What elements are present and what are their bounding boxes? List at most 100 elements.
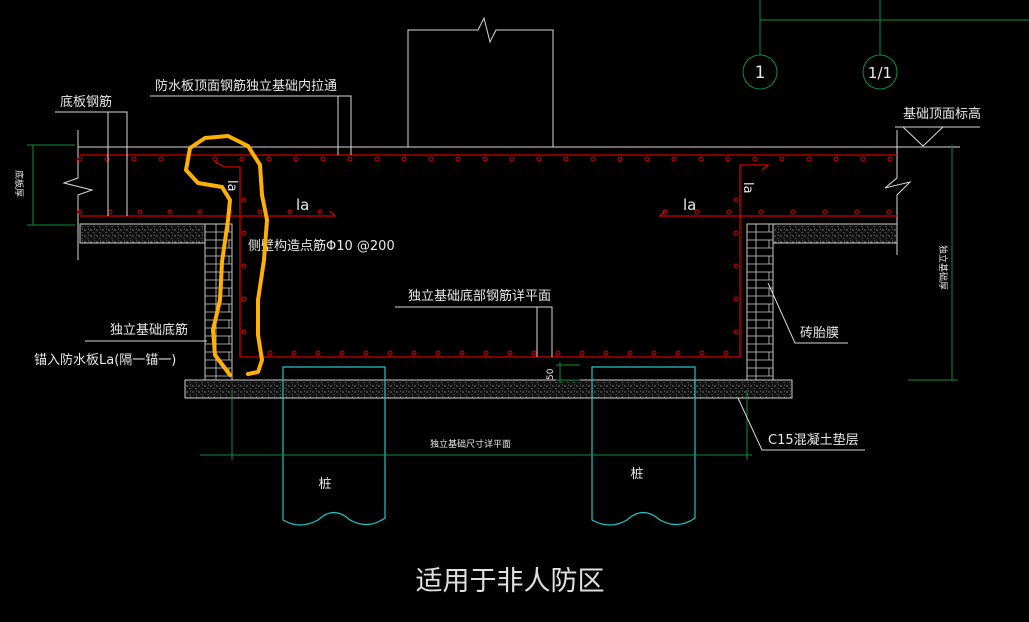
label-anchor-note: 锚入防水板La(隔一锚一) [34,352,176,368]
rebar-dot [197,209,203,215]
dimension-lines [27,144,958,460]
rebar-dot [758,209,764,215]
rebar-dot [428,156,434,162]
rebar-dot [401,156,407,162]
rebar-dot [509,156,515,162]
rebar-dot [435,350,441,356]
break-line-right [884,130,912,255]
rebar-dot [887,156,893,162]
label-la-left: la [296,196,309,214]
rebar-dot [590,156,596,162]
rebar-dot [699,350,705,356]
rebar-dot [167,209,173,215]
break-line-left [62,130,94,260]
leader-lines [55,95,980,451]
rebar-dot [886,209,892,215]
label-side-wall-rebar: 侧壁构造点筋Φ10 @200 [248,238,395,254]
label-slab-rebar: 底板钢筋 [60,94,112,110]
rebar-dot [158,156,164,162]
rebar-dot [860,156,866,162]
rebar-dot [315,350,321,356]
rebar-dot [482,156,488,162]
rebar-dot [459,350,465,356]
rebar-dot [411,350,417,356]
rebar-dot [579,350,585,356]
rebar-dot [733,296,739,302]
label-size-plan: 独立基础尺寸详平面 [430,438,511,450]
rebar-dot [733,263,739,269]
rebar-dot [617,156,623,162]
rebar-dot [662,209,668,215]
rebar-dot [293,156,299,162]
rebar-dot [241,263,247,269]
rebar-dot [733,230,739,236]
rebar-dot [107,209,113,215]
rebar-dot [241,329,247,335]
pile-right [591,366,696,526]
slab-cushion-right [772,223,898,244]
rebar-dot [239,156,245,162]
rebar-dot [675,350,681,356]
rebar-dot [483,350,489,356]
rebar-dot [854,209,860,215]
label-la-right: la [683,196,696,214]
rebar-dot [317,209,323,215]
rebar-dot [822,209,828,215]
label-pile-left: 桩 [318,477,331,492]
rebar-dot [241,296,247,302]
rebar-dot [77,209,83,215]
label-bottom-rebar-plan: 独立基础底部钢筋详平面 [408,288,551,304]
rebar-dot [104,156,110,162]
label-footing-thickness: 独立基础厚 [937,245,949,290]
rebar-dot [563,156,569,162]
rebar-dot [790,209,796,215]
label-la-vertical-left: la [224,180,239,192]
grid-axis-1-1: 1/1 [862,0,898,90]
rebar-dot [291,350,297,356]
rebar-dot [267,350,273,356]
label-slab-thickness: 底板厚 [13,170,25,197]
rebar-dot [374,156,380,162]
rebar-dot [257,209,263,215]
rebar-dot [833,156,839,162]
rebar-dot [266,156,272,162]
rebar-dot [733,197,739,203]
slab-cushion-left [79,223,206,244]
rebar-dot [287,209,293,215]
rebar-dot [726,209,732,215]
rebar-dot [531,350,537,356]
pile-left [282,366,386,526]
rebar-dot [644,156,650,162]
rebar-dot [694,209,700,215]
markup-highlight-curve [184,134,269,377]
rebar-dot [603,350,609,356]
rebar-dot [212,156,218,162]
rebar-dot [806,156,812,162]
rebar-dot [320,156,326,162]
rebar-dot [723,350,729,356]
column [407,16,554,147]
rebar-dot [507,350,513,356]
label-footing-bottom-rebar: 独立基础底筋 [110,322,188,338]
rebar-dot [363,350,369,356]
svg-text:1: 1 [755,63,766,83]
drawing-title: 适用于非人防区 [416,566,605,597]
label-la-vertical-right: la [740,182,755,194]
c15-cushion-layer [184,379,793,399]
rebar-dot [131,156,137,162]
rebar-dot [651,350,657,356]
rebar-dot [627,350,633,356]
rebar-dot [339,350,345,356]
rebar-dot [137,209,143,215]
rebar-dot [698,156,704,162]
rebar-dot [241,230,247,236]
svg-text:1/1: 1/1 [868,64,892,82]
rebar-dot [241,197,247,203]
rebar-dot [536,156,542,162]
rebar-dot [733,329,739,335]
label-c15-cushion: C15混凝土垫层 [768,432,859,448]
label-brick-form: 砖胎膜 [800,326,839,341]
label-pile-right: 桩 [630,467,643,482]
rebar-dot [555,350,561,356]
